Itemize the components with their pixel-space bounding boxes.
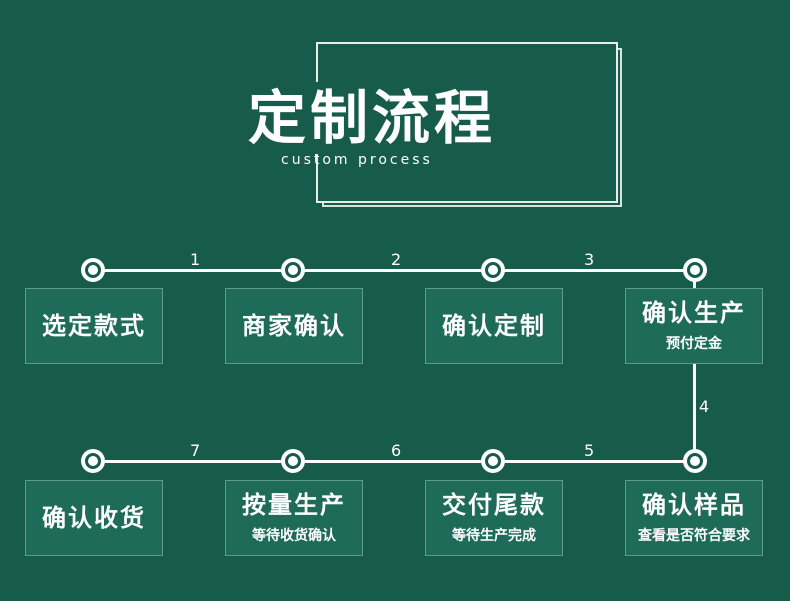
step-box-confirm-custom: 确认定制 (425, 288, 563, 364)
page-subtitle: custom process (281, 152, 433, 168)
step-box-merchant-confirm: 商家确认 (225, 288, 363, 364)
page-title: 定制流程 (248, 82, 498, 154)
step-note: 等待收货确认 (252, 528, 336, 544)
step-number-7: 7 (190, 441, 201, 460)
step-label: 确认定制 (442, 312, 546, 340)
node-dot-7 (481, 449, 505, 473)
bottom-connector-line (93, 460, 695, 463)
node-dot-4 (683, 258, 707, 282)
node-dot-5 (81, 449, 105, 473)
step-number-3: 3 (584, 250, 595, 269)
right-connector-line (693, 270, 696, 462)
step-note: 查看是否符合要求 (638, 528, 750, 544)
node-dot-6 (281, 449, 305, 473)
step-box-mass-production: 按量生产 等待收货确认 (225, 480, 363, 556)
step-number-2: 2 (391, 250, 402, 269)
step-label: 按量生产 (242, 491, 346, 519)
step-label: 交付尾款 (442, 491, 546, 519)
step-box-select-style: 选定款式 (25, 288, 163, 364)
step-box-confirm-production: 确认生产 预付定金 (625, 288, 763, 364)
node-dot-8 (683, 449, 707, 473)
step-number-1: 1 (190, 250, 201, 269)
node-dot-2 (281, 258, 305, 282)
node-dot-1 (81, 258, 105, 282)
top-connector-line (93, 269, 695, 272)
step-note: 等待生产完成 (452, 528, 536, 544)
step-box-final-payment: 交付尾款 等待生产完成 (425, 480, 563, 556)
step-number-5: 5 (584, 441, 595, 460)
step-label: 确认收货 (42, 504, 146, 532)
step-label: 确认生产 (642, 299, 746, 327)
step-number-4: 4 (699, 397, 710, 416)
node-dot-3 (481, 258, 505, 282)
step-label: 确认样品 (642, 491, 746, 519)
step-number-6: 6 (391, 441, 402, 460)
step-note: 预付定金 (666, 336, 722, 352)
step-label: 商家确认 (242, 312, 346, 340)
step-box-confirm-receipt: 确认收货 (25, 480, 163, 556)
step-box-confirm-sample: 确认样品 查看是否符合要求 (625, 480, 763, 556)
step-label: 选定款式 (42, 312, 146, 340)
